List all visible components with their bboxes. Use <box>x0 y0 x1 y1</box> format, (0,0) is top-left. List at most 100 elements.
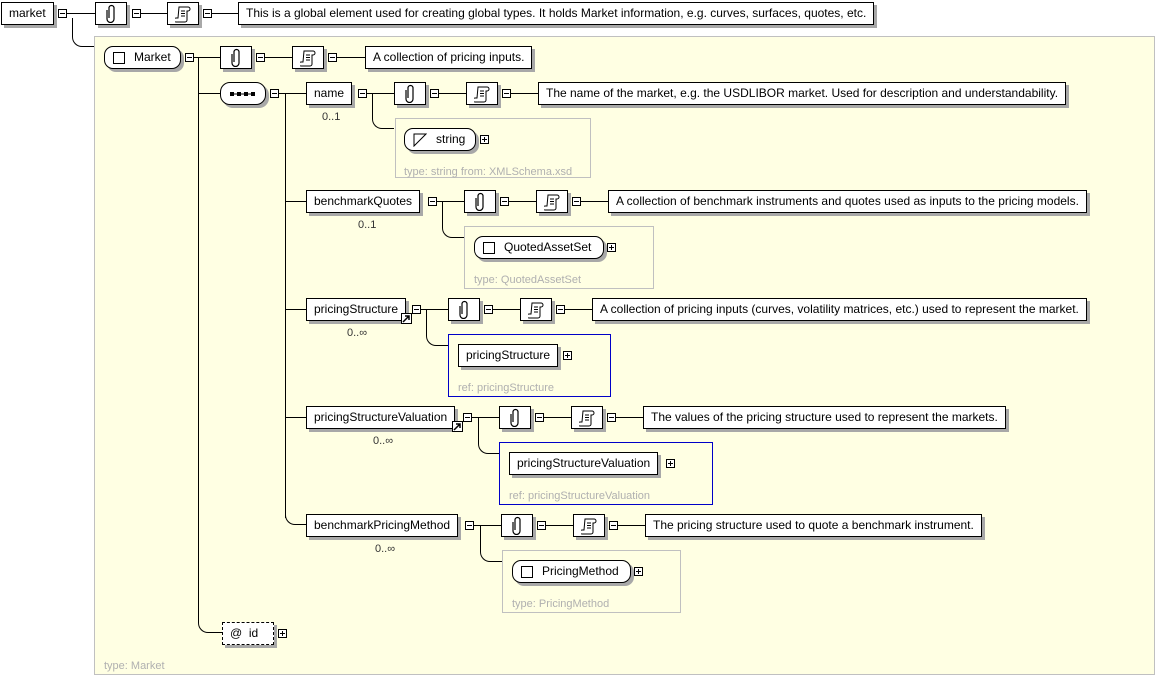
documentation-node[interactable] <box>167 2 199 25</box>
ref-element-pricingstructurevaluation[interactable]: pricingStructureValuation <box>509 452 659 475</box>
expand-toggle[interactable] <box>480 135 489 144</box>
documentation-text: A collection of pricing inputs (curves, … <box>600 302 1079 316</box>
attribute-label: id <box>248 626 259 640</box>
annotation-node[interactable] <box>95 2 127 25</box>
collapse-toggle[interactable] <box>572 197 581 206</box>
collapse-toggle[interactable] <box>358 89 367 98</box>
paperclip-icon <box>509 408 521 427</box>
complex-type-icon <box>521 565 533 578</box>
paperclip-icon <box>404 84 416 103</box>
sequence-compositor[interactable] <box>220 82 266 105</box>
reference-arrow-icon <box>452 421 463 432</box>
documentation-text: The pricing structure used to quote a be… <box>653 518 974 532</box>
annotation-node[interactable] <box>220 46 252 69</box>
collapse-toggle[interactable] <box>430 89 439 98</box>
expand-toggle[interactable] <box>278 629 287 638</box>
complex-type-icon <box>483 241 495 254</box>
element-label: name <box>314 86 345 100</box>
collapse-toggle[interactable] <box>270 89 279 98</box>
cardinality-label: 0..∞ <box>375 543 396 555</box>
collapse-toggle[interactable] <box>185 53 194 62</box>
collapse-toggle[interactable] <box>535 413 544 422</box>
type-label: type: QuotedAssetSet <box>474 274 582 286</box>
scroll-icon <box>544 193 560 211</box>
root-documentation: This is a global element used for creati… <box>238 2 875 25</box>
documentation-node[interactable] <box>573 514 605 537</box>
collapse-toggle[interactable] <box>537 521 546 530</box>
ref-box <box>499 442 713 505</box>
collapse-toggle[interactable] <box>328 53 337 62</box>
documentation-text: This is a global element used for creati… <box>246 6 867 20</box>
ref-element-label: pricingStructure <box>466 348 551 362</box>
annotation-node[interactable] <box>501 514 533 537</box>
documentation-node[interactable] <box>292 46 324 69</box>
cardinality-label: 0..1 <box>322 111 341 123</box>
complex-type-documentation: A collection of pricing inputs. <box>365 46 533 69</box>
collapse-toggle[interactable] <box>500 197 509 206</box>
scroll-icon <box>581 517 597 535</box>
paperclip-icon <box>230 48 242 67</box>
documentation-node[interactable] <box>466 82 498 105</box>
expand-toggle[interactable] <box>607 243 616 252</box>
element-documentation: The name of the market, e.g. the USDLIBO… <box>538 82 1067 105</box>
simple-type-label: string <box>436 132 466 146</box>
collapse-toggle[interactable] <box>203 9 212 18</box>
element-benchmarkquotes[interactable]: benchmarkQuotes <box>306 190 421 213</box>
collapse-toggle[interactable] <box>607 413 616 422</box>
documentation-node[interactable] <box>520 298 552 321</box>
collapse-toggle[interactable] <box>412 305 421 314</box>
complex-type-box <box>464 226 654 289</box>
complex-type-quotedassetset[interactable]: QuotedAssetSet <box>474 236 604 259</box>
element-documentation: A collection of pricing inputs (curves, … <box>592 298 1087 321</box>
element-pricingstructure[interactable]: pricingStructure <box>306 298 407 321</box>
collapse-toggle[interactable] <box>465 521 474 530</box>
collapse-toggle[interactable] <box>463 413 472 422</box>
complex-type-market[interactable]: Market <box>104 46 181 69</box>
annotation-node[interactable] <box>394 82 426 105</box>
paperclip-icon <box>458 300 470 319</box>
expand-toggle[interactable] <box>563 351 572 360</box>
element-name[interactable]: name <box>306 82 353 105</box>
expand-toggle[interactable] <box>634 567 643 576</box>
collapse-toggle[interactable] <box>58 9 67 18</box>
complex-type-label: Market <box>134 50 171 64</box>
simple-type-icon <box>413 133 427 147</box>
cardinality-label: 0..∞ <box>373 435 394 447</box>
documentation-node[interactable] <box>536 190 568 213</box>
complex-type-pricingmethod[interactable]: PricingMethod <box>512 560 631 583</box>
annotation-node[interactable] <box>499 406 531 429</box>
scroll-icon <box>300 49 316 67</box>
complex-type-box <box>502 550 681 613</box>
paperclip-icon <box>474 192 486 211</box>
scroll-icon <box>474 85 490 103</box>
complex-type-label: QuotedAssetSet <box>504 240 592 254</box>
paperclip-icon <box>511 516 523 535</box>
expand-toggle[interactable] <box>666 459 675 468</box>
scroll-icon <box>528 301 544 319</box>
ref-label: ref: pricingStructureValuation <box>509 490 651 502</box>
element-documentation: A collection of benchmark instruments an… <box>608 190 1087 213</box>
element-label: pricingStructureValuation <box>314 410 448 424</box>
collapse-toggle[interactable] <box>502 89 511 98</box>
element-pricingstructurevaluation[interactable]: pricingStructureValuation <box>306 406 456 429</box>
annotation-node[interactable] <box>464 190 496 213</box>
simple-type-string[interactable]: string <box>404 128 476 151</box>
element-benchmarkpricingmethod[interactable]: benchmarkPricingMethod <box>306 514 459 537</box>
collapse-toggle[interactable] <box>609 521 618 530</box>
scroll-icon <box>175 5 191 23</box>
root-element-label: market <box>9 6 46 20</box>
annotation-node[interactable] <box>448 298 480 321</box>
paperclip-icon <box>105 4 117 23</box>
documentation-text: The values of the pricing structure used… <box>651 410 998 424</box>
attribute-id[interactable]: @ id <box>222 622 274 645</box>
root-element-market[interactable]: market <box>1 2 54 25</box>
complex-type-icon <box>113 51 125 64</box>
collapse-toggle[interactable] <box>256 53 265 62</box>
collapse-toggle[interactable] <box>428 197 437 206</box>
ref-element-pricingstructure[interactable]: pricingStructure <box>458 344 559 367</box>
collapse-toggle[interactable] <box>132 9 141 18</box>
documentation-node[interactable] <box>571 406 603 429</box>
collapse-toggle[interactable] <box>484 305 493 314</box>
collapse-toggle[interactable] <box>556 305 565 314</box>
element-label: benchmarkQuotes <box>314 194 413 208</box>
